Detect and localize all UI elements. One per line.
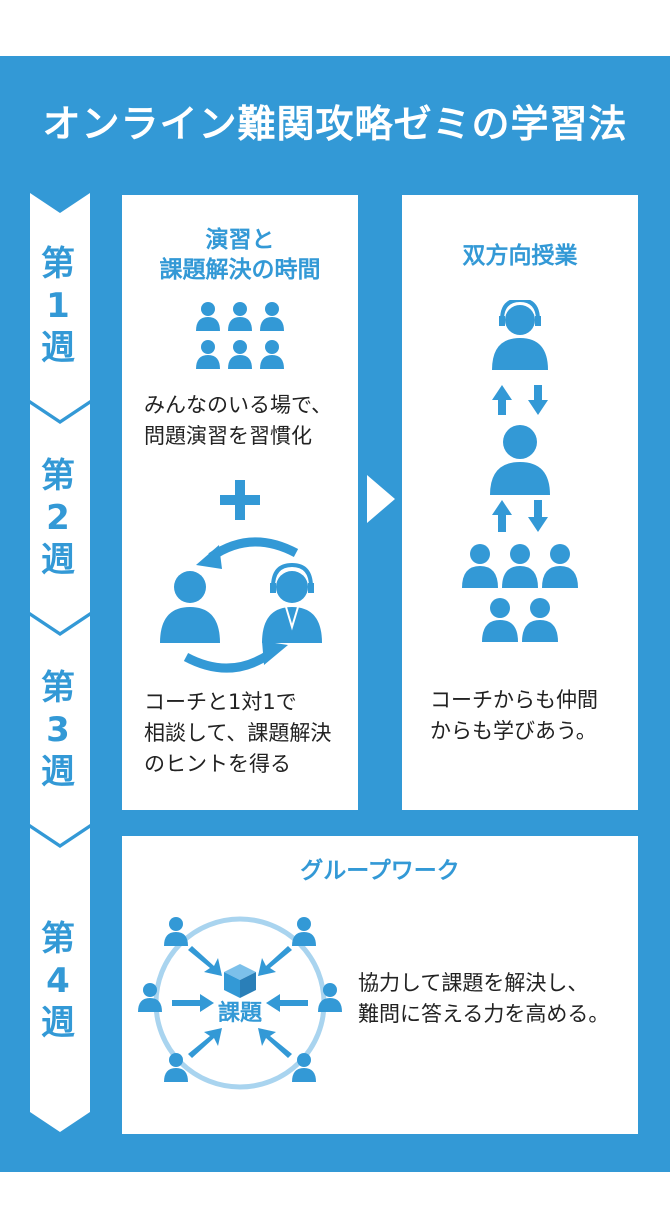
practice-bottom-text-line2: 相談して、課題解決 bbox=[144, 721, 332, 745]
practice-top-text-line1: みんなのいる場で、 bbox=[144, 393, 333, 417]
week-3-label: 第3週 bbox=[41, 668, 75, 792]
practice-title-line2: 課題解決の時間 bbox=[159, 257, 321, 283]
week-3-chevron bbox=[30, 616, 90, 844]
practice-top-text-line2: 問題演習を習慣化 bbox=[144, 424, 312, 448]
consultation-cycle-icon bbox=[160, 537, 322, 673]
practice-bottom-text-line3: のヒントを得る bbox=[144, 752, 291, 776]
groupwork-cycle-icon bbox=[138, 916, 342, 1090]
practice-card: 演習と 課題解決の時間 みんなのいる場で、 問題演習を習慣化 bbox=[122, 195, 358, 810]
week-4-label: 第4週 bbox=[41, 919, 75, 1043]
week-1-chevron bbox=[30, 193, 90, 420]
page-title: オンライン難関攻略ゼミの学習法 bbox=[42, 102, 628, 146]
practice-title-line1: 演習と bbox=[205, 227, 275, 253]
week-2-label: 第2週 bbox=[41, 456, 75, 580]
groupwork-card: グループワーク 課題 協力して課題を解決し、 難問に答える力を高める。 bbox=[122, 836, 638, 1134]
groupwork-title: グループワーク bbox=[300, 858, 460, 884]
arrow-right-icon bbox=[367, 475, 395, 523]
week-1-label: 第1週 bbox=[41, 244, 75, 368]
group-people-icon bbox=[196, 302, 284, 369]
week-4-chevron bbox=[30, 828, 90, 1132]
interactive-text-line2: からも学びあう。 bbox=[430, 719, 597, 743]
interactive-flow-icon bbox=[462, 300, 578, 642]
cube-icon bbox=[224, 964, 256, 998]
interactive-title: 双方向授業 bbox=[462, 243, 578, 269]
interactive-card: 双方向授業 コーチからも仲間 からも学びあう。 bbox=[402, 195, 638, 810]
practice-bottom-text-line1: コーチと1対1で bbox=[144, 690, 297, 714]
groupwork-center-label: 課題 bbox=[217, 1001, 262, 1026]
groupwork-text-line1: 協力して課題を解決し、 bbox=[358, 971, 589, 995]
plus-icon bbox=[220, 480, 260, 520]
week-2-chevron bbox=[30, 404, 90, 632]
interactive-text-line1: コーチからも仲間 bbox=[430, 688, 598, 712]
groupwork-text-line2: 難問に答える力を高める。 bbox=[358, 1002, 610, 1026]
